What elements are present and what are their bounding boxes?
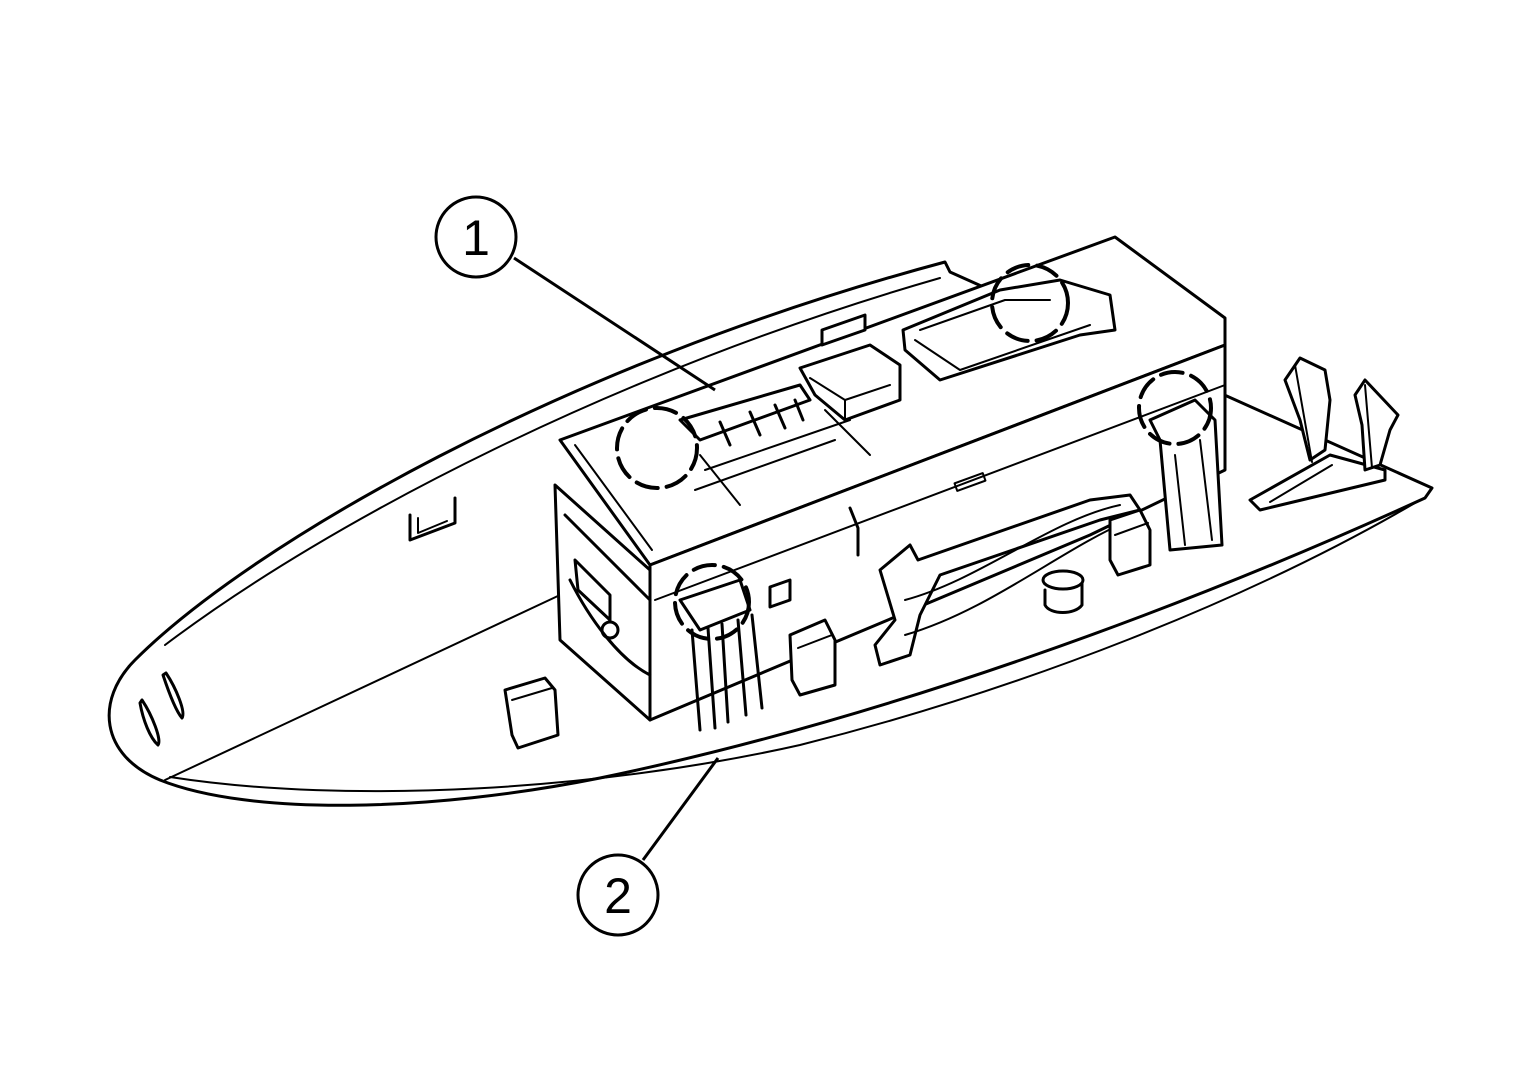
callout-2-leader	[641, 757, 720, 861]
release-point-rear-latch	[1137, 370, 1213, 446]
top-connectors	[678, 278, 1117, 447]
release-point-front-top	[615, 406, 699, 490]
release-point-front-latch	[673, 563, 751, 641]
callout-2: 2	[576, 757, 720, 937]
callout-1: 1	[434, 195, 716, 392]
release-point-markers	[615, 263, 1213, 641]
callout-2-label: 2	[604, 868, 632, 924]
callout-1-leader	[513, 256, 716, 392]
release-point-rear-top	[990, 263, 1070, 343]
mounting-hardware	[678, 356, 1400, 732]
callout-2-circle	[576, 853, 660, 937]
callout-1-label: 1	[462, 210, 490, 266]
callout-1-circle	[434, 195, 518, 279]
